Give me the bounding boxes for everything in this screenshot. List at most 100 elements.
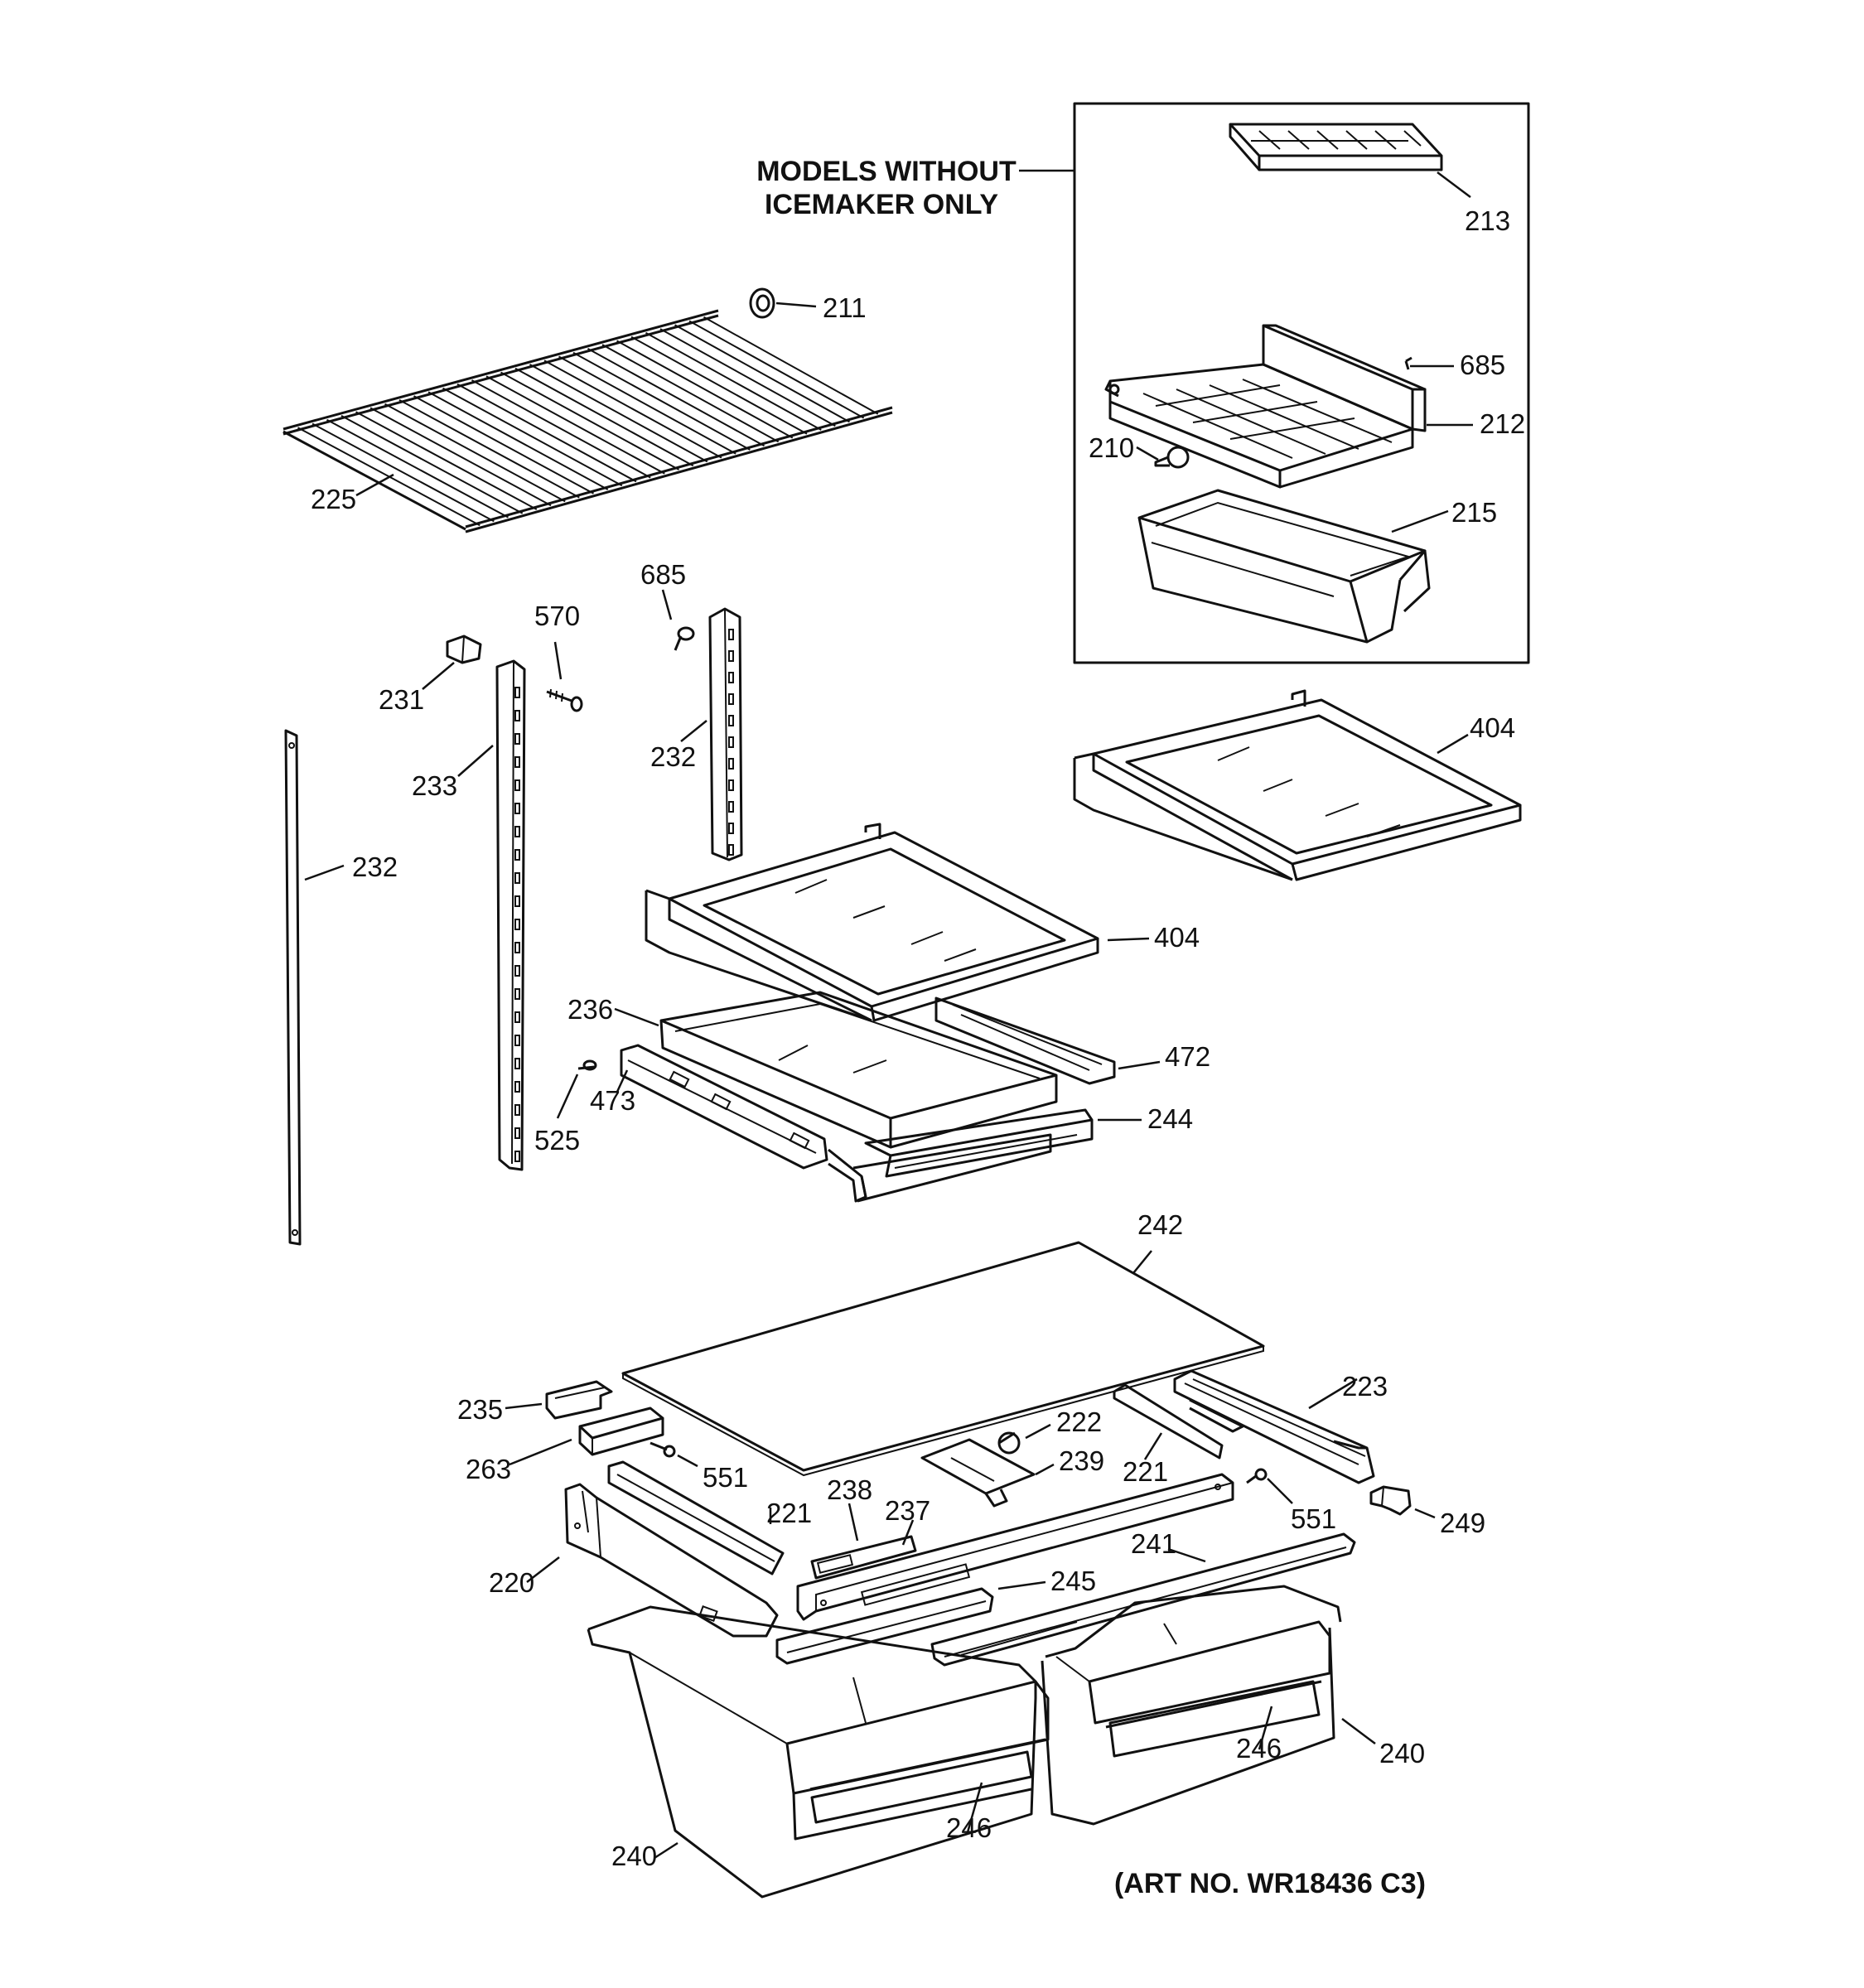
wire-shelf-225 <box>282 309 893 533</box>
rail-slot <box>728 629 734 640</box>
callout-240a: 240 <box>611 1841 657 1871</box>
rail-233 <box>495 659 526 1171</box>
bracket-235 <box>545 1380 613 1420</box>
rail-slot <box>514 919 520 930</box>
leader-404b <box>1107 937 1150 942</box>
callout-231: 231 <box>379 684 424 715</box>
callout-212: 212 <box>1480 408 1525 439</box>
pan-244 <box>828 1108 1094 1203</box>
rail-slot <box>514 872 520 884</box>
leader-551b <box>1267 1478 1293 1504</box>
glass-242 <box>621 1241 1265 1477</box>
callout-233: 233 <box>412 770 457 801</box>
rail-slot <box>514 895 520 907</box>
leader-240b <box>1341 1718 1376 1744</box>
callout-263: 263 <box>466 1454 511 1484</box>
callout-404a: 404 <box>1470 712 1515 743</box>
ice-bucket <box>1137 489 1431 644</box>
leader-232b <box>304 864 345 881</box>
callout-223: 223 <box>1342 1371 1388 1402</box>
leader-263 <box>509 1438 572 1466</box>
rail-slot <box>514 687 520 698</box>
screw-551-right <box>1246 1468 1268 1484</box>
rail-232-right <box>708 607 743 861</box>
ice-tray-rack <box>1104 324 1427 489</box>
label-238 <box>810 1535 917 1580</box>
rail-slot <box>514 1081 520 1093</box>
inset-header-line1: MODELS WITHOUT <box>756 156 1017 187</box>
callout-244: 244 <box>1147 1103 1193 1134</box>
rail-slot <box>514 965 520 977</box>
leader-246b <box>1258 1706 1273 1750</box>
rail-slot <box>514 1058 520 1069</box>
callout-237: 237 <box>885 1495 930 1526</box>
callout-473: 473 <box>590 1085 635 1116</box>
screw-685 <box>674 626 695 651</box>
leader-236 <box>614 1007 659 1027</box>
callout-404b: 404 <box>1154 922 1200 953</box>
screw-551-left <box>650 1441 676 1458</box>
leader-221b <box>1143 1432 1163 1460</box>
callout-239: 239 <box>1059 1445 1104 1476</box>
rail-232-left <box>284 729 302 1246</box>
screw-685-inset <box>1404 356 1412 370</box>
glass-shelf-404-upper <box>1073 689 1522 881</box>
leader-232a <box>680 720 707 742</box>
callout-220: 220 <box>489 1567 534 1598</box>
rail-221-left <box>607 1460 785 1575</box>
callout-222: 222 <box>1056 1407 1102 1437</box>
slide-473 <box>620 1044 828 1170</box>
rail-223 <box>1173 1369 1375 1484</box>
callout-211: 211 <box>823 292 867 323</box>
callout-551a: 551 <box>703 1462 748 1493</box>
callout-215: 215 <box>1451 497 1497 528</box>
leader-246a <box>966 1782 983 1833</box>
rail-slot <box>728 823 734 834</box>
callout-525: 525 <box>534 1125 580 1156</box>
leader-220 <box>526 1556 560 1583</box>
callout-225: 225 <box>311 484 356 514</box>
leader-240a <box>654 1841 678 1860</box>
cap-211 <box>749 287 775 319</box>
clip-249 <box>1369 1485 1412 1516</box>
rail-slot <box>514 803 520 814</box>
leader-233 <box>457 745 494 777</box>
leader-472 <box>1118 1060 1161 1070</box>
clip-239 <box>920 1438 1036 1508</box>
art-number: (ART NO. WR18436 C3) <box>1114 1868 1426 1899</box>
rail-slot <box>514 733 520 745</box>
drawer-240-right <box>1041 1585 1342 1826</box>
callout-246b: 246 <box>1236 1733 1282 1764</box>
screw-525 <box>577 1059 597 1071</box>
rail-slot <box>728 801 734 813</box>
callout-labels: 211 213 685 212 210 215 225 685 570 231 … <box>311 205 1525 1871</box>
callout-685b: 685 <box>640 559 686 590</box>
callout-240b: 240 <box>1379 1738 1425 1768</box>
leader-238 <box>847 1503 859 1542</box>
leader-525 <box>556 1074 579 1119</box>
bumper-210 <box>1154 446 1190 469</box>
trim-263 <box>578 1407 664 1456</box>
leader-222 <box>1025 1423 1051 1440</box>
rail-slot <box>514 1104 520 1116</box>
callout-570: 570 <box>534 601 580 631</box>
callout-221b: 221 <box>1123 1456 1168 1487</box>
callout-213: 213 <box>1465 205 1510 236</box>
leader-235 <box>505 1402 543 1410</box>
rail-245 <box>775 1587 994 1665</box>
roller-222 <box>997 1431 1021 1455</box>
leader-231 <box>422 662 455 690</box>
rail-221-right <box>1113 1383 1224 1460</box>
rail-slot <box>514 849 520 861</box>
callout-249: 249 <box>1440 1508 1485 1538</box>
callout-238: 238 <box>827 1474 872 1505</box>
leader-239 <box>1035 1463 1055 1476</box>
glass-shelf-404-middle <box>645 823 1099 1022</box>
pan-cover-236 <box>659 991 1058 1149</box>
callout-232b: 232 <box>352 852 398 882</box>
callout-210: 210 <box>1089 432 1134 463</box>
inset-header-line2: ICEMAKER ONLY <box>765 189 998 220</box>
rail-slot <box>728 672 734 683</box>
rail-slot <box>514 826 520 837</box>
